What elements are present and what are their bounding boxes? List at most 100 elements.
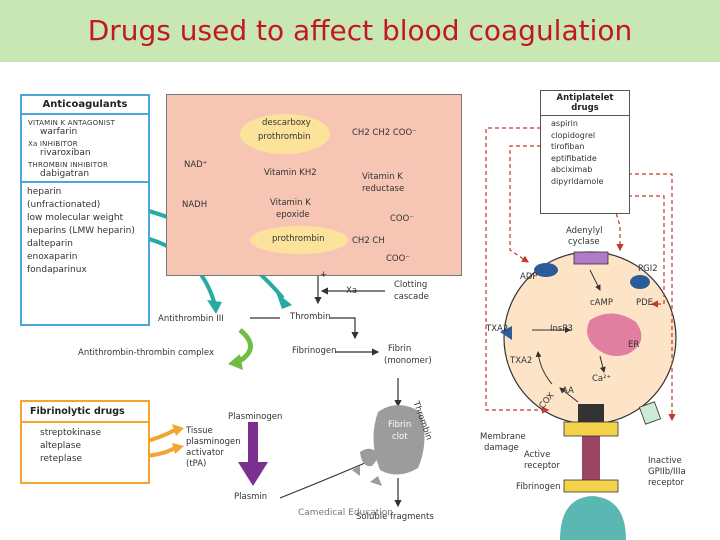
fibrin-clot-shape bbox=[373, 405, 425, 475]
insp3-label: InsP3 bbox=[550, 324, 573, 334]
descarboxy-prothrombin-pill bbox=[240, 114, 330, 154]
txa2-inner-label: TXA2 bbox=[510, 356, 533, 366]
vitk-reductase-label: Vitamin K bbox=[362, 172, 403, 182]
dipyridamole-label: dipyridamole bbox=[551, 176, 604, 186]
membrane-damage-label: Membrane bbox=[480, 432, 526, 442]
antithrombin-label: Antithrombin III bbox=[158, 314, 224, 324]
alteplase-label: alteplase bbox=[40, 441, 82, 451]
heparin-line: low molecular weight bbox=[27, 213, 124, 223]
descarboxy-prothrombin-label: prothrombin bbox=[258, 132, 311, 142]
er-shape bbox=[587, 313, 642, 356]
aspirin-label: aspirin bbox=[551, 119, 578, 128]
tpa-label: activator bbox=[186, 448, 224, 458]
clot-fragment bbox=[360, 448, 380, 467]
clopidogrel-label: clopidogrel bbox=[551, 130, 596, 140]
heparin-line: enoxaparin bbox=[27, 252, 78, 262]
plus-sign: + bbox=[320, 270, 328, 280]
anticoagulants-heading: Anticoagulants bbox=[22, 96, 148, 115]
inactive-receptor-label: Inactive bbox=[648, 456, 682, 466]
pgi2-receptor bbox=[630, 275, 650, 289]
clotting-cascade-label: cascade bbox=[394, 292, 429, 302]
vka-label: VITAMIN K ANTAGONIST bbox=[28, 119, 116, 127]
thrombin-to-fibrinogen-arrow bbox=[330, 317, 359, 340]
heparin-line: heparin bbox=[27, 187, 62, 197]
clot-fragment bbox=[352, 466, 360, 476]
reteplase-label: reteplase bbox=[40, 454, 83, 464]
nadh-label: NADH bbox=[182, 200, 208, 210]
txa2-receptor bbox=[500, 326, 512, 340]
adenylyl-cyclase-shape bbox=[573, 251, 609, 265]
anticoagulants-box: Anticoagulants VITAMIN K ANTAGONIST warf… bbox=[20, 94, 150, 326]
clotting-cascade-label: Clotting bbox=[394, 280, 428, 290]
xa-inhibitor-label: Xa INHIBITOR bbox=[28, 140, 78, 148]
plasmin-to-clot-arrow bbox=[279, 459, 374, 499]
platelet-fibrinogen-label: Fibrinogen bbox=[516, 482, 561, 492]
txa2-left-label: TXA2 bbox=[486, 324, 509, 334]
nad-label: NAD⁺ bbox=[184, 160, 208, 170]
calcium-label: Ca²⁺ bbox=[592, 374, 612, 384]
antithrombin-complex-arrow bbox=[236, 328, 253, 365]
soluble-fragments-label: Soluble fragments bbox=[356, 512, 434, 522]
vitk-epoxide-label: Vitamin K bbox=[270, 198, 311, 208]
coo-top-label: COO⁻ bbox=[390, 214, 414, 224]
rivaroxiban-label: rivaroxiban bbox=[40, 148, 91, 158]
er-label: ER bbox=[628, 340, 640, 350]
ch2-ch-label: CH2 CH bbox=[352, 236, 385, 246]
eptifibatide-label: eptifibatide bbox=[551, 153, 597, 163]
active-receptor-label: receptor bbox=[524, 461, 560, 471]
heparin-line: heparins (LMW heparin) bbox=[27, 226, 135, 236]
tirofiban-label: tirofiban bbox=[551, 142, 585, 151]
heparin-line: dalteparin bbox=[27, 239, 73, 249]
title-banner: Drugs used to affect blood coagulation bbox=[0, 0, 720, 62]
pgi2-label: PGI2 bbox=[638, 264, 658, 274]
fibrin-clot-label: clot bbox=[392, 432, 408, 442]
cyclase-label: cyclase bbox=[568, 237, 600, 247]
heparin-line: fondaparinux bbox=[27, 265, 87, 275]
inactive-receptor-shape bbox=[638, 401, 662, 425]
xa-label: Xa bbox=[346, 286, 358, 296]
antithrombin-complex-label: Antithrombin-thrombin complex bbox=[78, 348, 214, 358]
aa-label: AA bbox=[562, 386, 574, 396]
descarboxy-label: descarboxy bbox=[262, 118, 311, 128]
vitk-epoxide-label: epoxide bbox=[276, 210, 310, 220]
fibrinogen-label: Fibrinogen bbox=[292, 346, 337, 356]
streptokinase-label: streptokinase bbox=[40, 428, 102, 438]
fibrin-clot-label: Fibrin bbox=[388, 420, 412, 430]
prothrombin-label: prothrombin bbox=[272, 234, 325, 244]
plasminogen-to-plasmin-arrow bbox=[238, 462, 268, 486]
fibrinolytic-heading: Fibrinolytic drugs bbox=[22, 402, 148, 423]
vitk-reductase-label: reductase bbox=[362, 184, 405, 194]
watermark: Camedical Education bbox=[298, 508, 393, 518]
active-receptor-label: Active bbox=[524, 450, 551, 460]
membrane-damage-label: damage bbox=[484, 443, 519, 453]
clot-fragment bbox=[370, 476, 382, 486]
eptifibatide-inhibit-line bbox=[628, 173, 676, 422]
thrombin-label: Thrombin bbox=[290, 312, 331, 322]
tpa-label: Tissue bbox=[186, 426, 213, 436]
adenylyl-label: Adenylyl bbox=[566, 226, 603, 236]
page-title: Drugs used to affect blood coagulation bbox=[87, 14, 633, 47]
adp-label: ADP bbox=[520, 272, 538, 282]
dipyridamole-inhibit-line bbox=[628, 195, 665, 308]
inactive-receptor-label: GPIIb/IIIa bbox=[648, 467, 686, 477]
platelet-below bbox=[560, 496, 626, 540]
tpa-label: plasminogen bbox=[186, 437, 241, 447]
inactive-receptor-label: receptor bbox=[648, 478, 684, 488]
adp-receptor bbox=[534, 263, 558, 277]
antiplatelet-heading: drugs bbox=[571, 103, 599, 113]
prothrombin-pill bbox=[250, 226, 348, 254]
abciximab-label: abciximab bbox=[551, 165, 593, 174]
vitamin-kh2-label: Vitamin KH2 bbox=[264, 168, 317, 178]
thrombin-inhibitor-label: THROMBIN INHIBITOR bbox=[28, 161, 109, 169]
warfarin-label: warfarin bbox=[40, 127, 78, 137]
dabigatran-label: dabigatran bbox=[40, 169, 90, 179]
tpa-label: (tPA) bbox=[186, 459, 207, 469]
fibrinolytic-drugs-box: Fibrinolytic drugs streptokinase altepla… bbox=[20, 400, 150, 484]
plasmin-label: Plasmin bbox=[234, 492, 268, 502]
plasminogen-label: Plasminogen bbox=[228, 412, 283, 422]
active-receptor-shape bbox=[582, 430, 600, 480]
heparin-line: (unfractionated) bbox=[27, 200, 101, 210]
antiplatelet-drugs-box: Antiplatelet drugs aspirin clopidogrel t… bbox=[540, 90, 630, 214]
pde-label: PDE bbox=[636, 298, 654, 308]
